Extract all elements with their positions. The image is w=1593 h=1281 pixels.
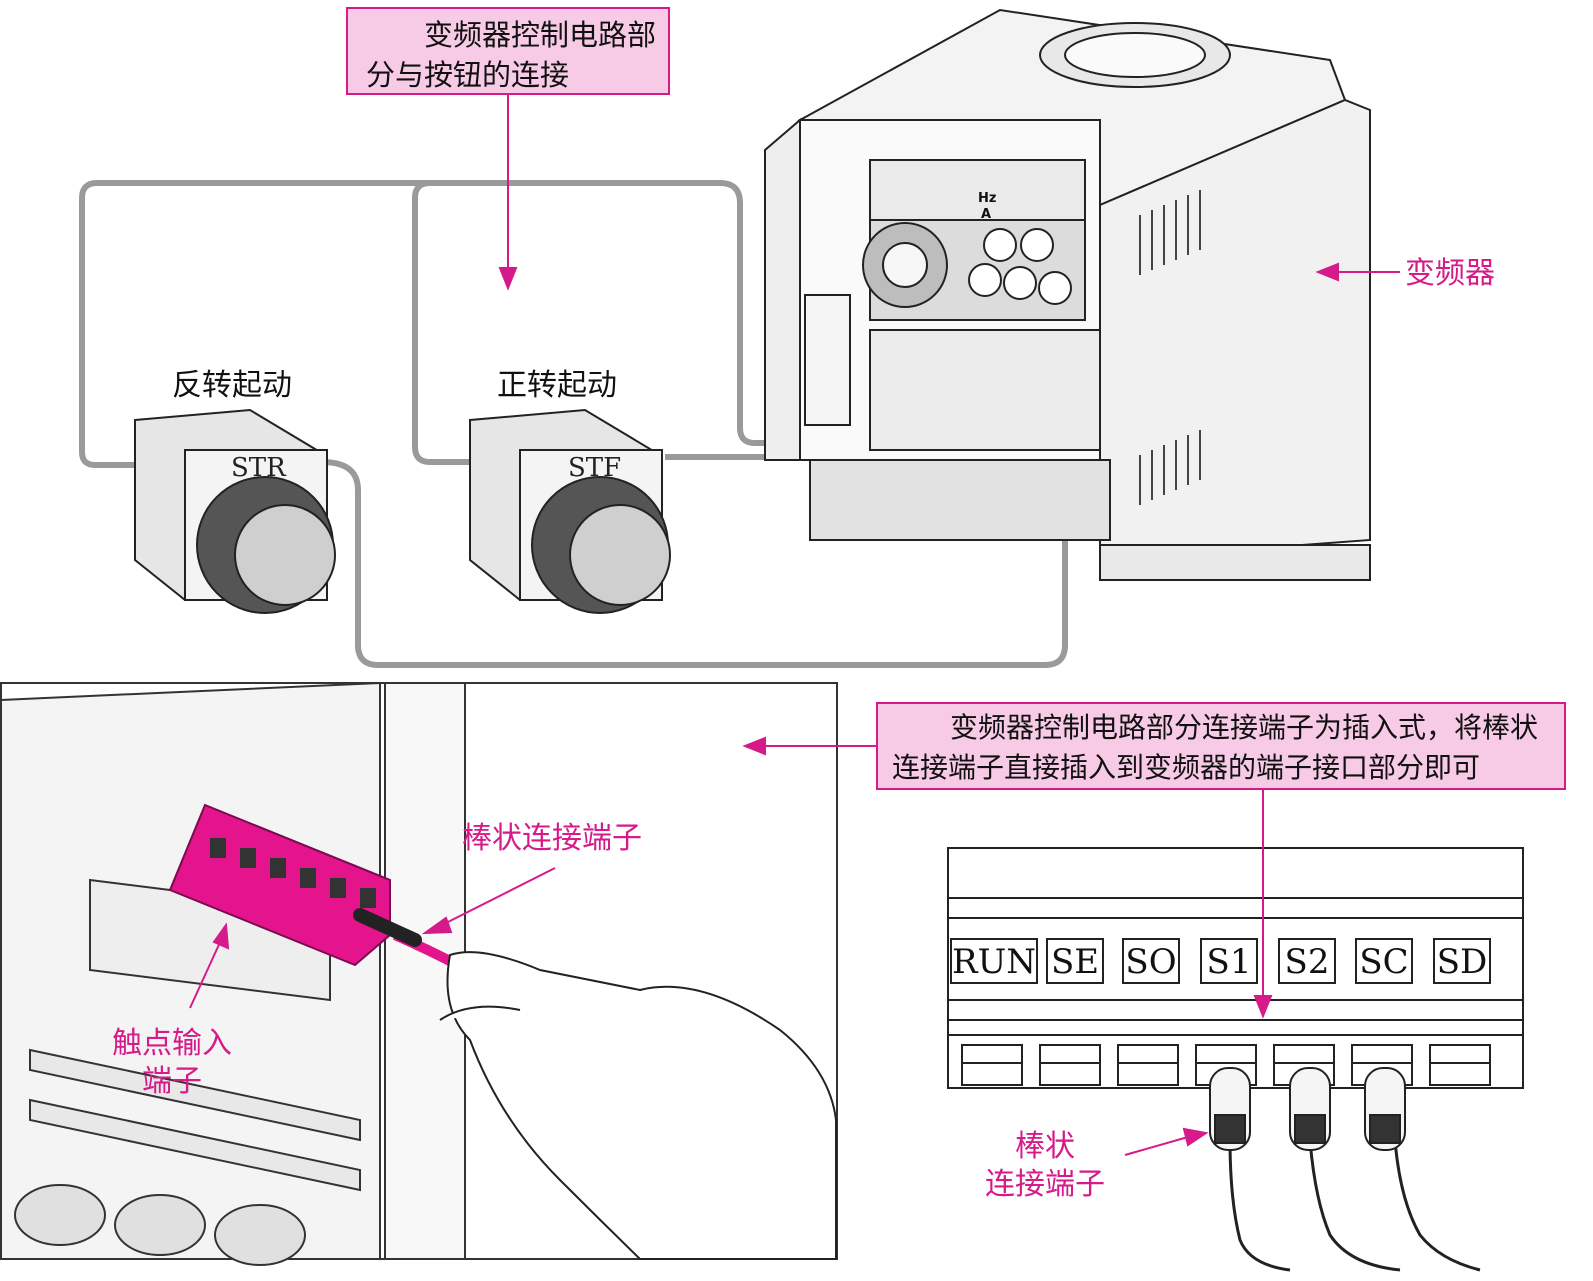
top-callout: 变频器控制电路部 分与按钮的连接: [346, 7, 670, 95]
terminal-so: SO: [1122, 938, 1180, 984]
inset-arrows: [189, 867, 556, 1009]
hand-outline: [439, 951, 837, 1260]
reverse-start-label: 反转起动: [172, 368, 292, 403]
rod-terminal-bottom-line-2: 连接端子: [985, 1167, 1105, 1202]
terminal-se: SE: [1046, 938, 1104, 984]
terminal-s2: S2: [1278, 938, 1336, 984]
inverter-label: 变频器: [1405, 256, 1495, 291]
rod-connectors: [1209, 1067, 1481, 1272]
inverter-label-arrow: [1315, 262, 1400, 282]
inverter-drawing: [764, 8, 1371, 581]
rod-terminal-bottom-line-1: 棒状: [1015, 1129, 1075, 1164]
terminal-s1: S1: [1200, 938, 1258, 984]
terminal-run: RUN: [950, 938, 1038, 984]
right-callout-line-1: 变频器控制电路部分连接端子为插入式，将棒状: [950, 711, 1539, 744]
contact-input-terminal-block: [168, 803, 391, 967]
right-callout: 变频器控制电路部分连接端子为插入式，将棒状 连接端子直接插入到变频器的端子接口部…: [876, 702, 1566, 790]
top-callout-arrow: [498, 95, 518, 291]
push-button-stf: [469, 408, 671, 614]
str-badge: STR: [231, 453, 286, 483]
contact-input-line-1: 触点输入: [112, 1026, 232, 1061]
terminal-sd: SD: [1433, 938, 1491, 984]
hz-indicator: Hz: [978, 191, 997, 206]
right-callout-line-2: 连接端子直接插入到变频器的端子接口部分即可: [892, 751, 1481, 784]
stf-badge: STF: [568, 453, 622, 483]
top-callout-line-1: 变频器控制电路部: [424, 18, 657, 52]
push-button-str: [134, 408, 336, 614]
terminal-sc: SC: [1355, 938, 1413, 984]
rod-terminal-label-bottom: 棒状 连接端子: [985, 1128, 1105, 1204]
forward-start-label: 正转起动: [497, 368, 617, 403]
contact-input-terminal-label: 触点输入 端子: [112, 1025, 232, 1101]
a-indicator: A: [981, 207, 992, 222]
right-callout-arrows: [742, 736, 1273, 1156]
inset-drawing: [0, 681, 466, 1266]
contact-input-line-2: 端子: [142, 1064, 202, 1099]
rod-terminal-label-top: 棒状连接端子: [462, 821, 642, 856]
top-callout-line-2: 分与按钮的连接: [366, 58, 570, 92]
